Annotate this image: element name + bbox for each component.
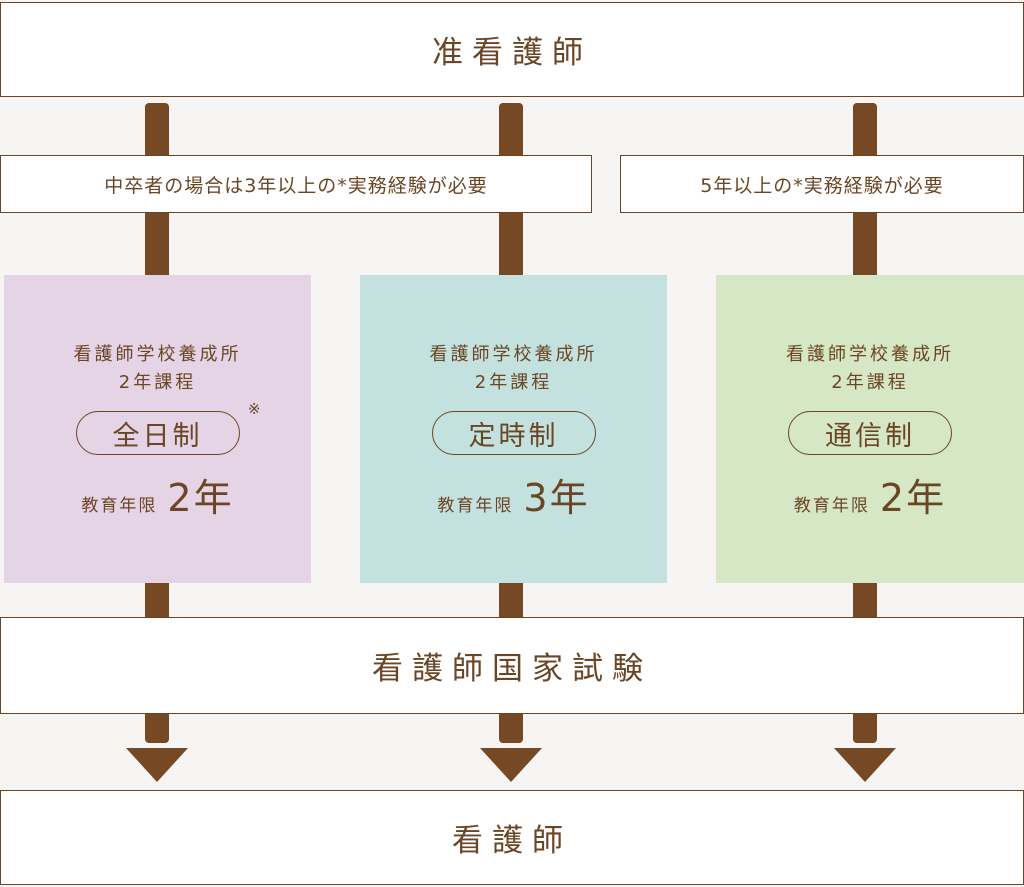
- arrow-down-icon: [480, 748, 542, 782]
- registered-nurse-label: 看護師: [452, 823, 572, 859]
- assistant-nurse-label: 准看護師: [432, 35, 592, 71]
- education-years-label: 教育年限: [81, 496, 158, 516]
- education-years: 教育年限 2年: [81, 467, 233, 522]
- registered-nurse-box: 看護師: [0, 790, 1024, 885]
- course-box-correspondence: 看護師学校養成所 2年課程 通信制 教育年限 2年: [716, 275, 1024, 583]
- condition-box-left: 中卒者の場合は3年以上の*実務経験が必要: [0, 155, 592, 213]
- course-box-parttime: 看護師学校養成所 2年課程 定時制 教育年限 3年: [360, 275, 667, 583]
- arrow-down-icon: [834, 748, 896, 782]
- education-years-label: 教育年限: [793, 496, 870, 516]
- arrow-down-icon: [126, 748, 188, 782]
- education-years-value: 2年: [879, 476, 947, 520]
- course-type-pill: 定時制: [431, 411, 596, 455]
- course-type-label: 通信制: [825, 420, 915, 452]
- course-program-label: 2年課程: [831, 372, 909, 393]
- course-program-label: 2年課程: [118, 372, 197, 393]
- national-exam-label: 看護師国家試験: [372, 651, 652, 687]
- course-school-label: 看護師学校養成所: [73, 344, 242, 365]
- national-exam-box: 看護師国家試験: [0, 617, 1024, 714]
- course-box-fulltime: 看護師学校養成所 2年課程 全日制 ※ 教育年限 2年: [4, 275, 311, 583]
- education-years-value: 3年: [523, 476, 590, 520]
- course-school-label: 看護師学校養成所: [786, 344, 954, 365]
- education-years: 教育年限 2年: [794, 467, 946, 522]
- course-type-label: 定時制: [468, 420, 559, 452]
- assistant-nurse-box: 准看護師: [0, 2, 1024, 97]
- note-mark: ※: [247, 400, 261, 418]
- condition-box-right: 5年以上の*実務経験が必要: [620, 155, 1024, 213]
- course-type-pill: 通信制: [788, 411, 952, 455]
- condition-text-left: 中卒者の場合は3年以上の*実務経験が必要: [104, 174, 488, 197]
- course-type-label: 全日制: [112, 420, 203, 452]
- course-program-label: 2年課程: [474, 372, 553, 393]
- course-school-label: 看護師学校養成所: [429, 344, 598, 365]
- education-years-label: 教育年限: [437, 496, 514, 516]
- condition-text-right: 5年以上の*実務経験が必要: [700, 174, 944, 197]
- course-type-pill: 全日制 ※: [75, 400, 261, 455]
- education-years-value: 2年: [167, 476, 234, 520]
- education-years: 教育年限 3年: [437, 467, 589, 522]
